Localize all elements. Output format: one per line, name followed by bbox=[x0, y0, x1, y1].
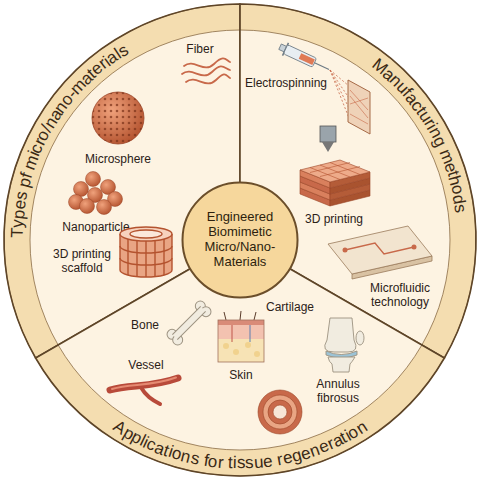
syringe-icon bbox=[277, 40, 332, 76]
item-label: Cartilage bbox=[258, 301, 322, 315]
item-label-box: Fiber bbox=[178, 43, 222, 57]
nanoparticle-icon bbox=[69, 172, 123, 215]
item-label: Microsphere bbox=[73, 153, 163, 167]
printer-icon bbox=[300, 126, 370, 206]
heading-letter: i bbox=[233, 454, 237, 471]
heading-letter: e bbox=[262, 452, 274, 470]
bone-icon bbox=[165, 299, 213, 347]
item-label-box: Cartilage bbox=[258, 301, 322, 315]
item-label-box: Annulus fibrosus bbox=[308, 378, 368, 406]
item-label-box: Electrospinning bbox=[238, 77, 334, 91]
sector-heading: Manufacturing methods bbox=[368, 55, 472, 220]
hub-circle: Engineered Biomimetic Micro/Nano-Materia… bbox=[181, 181, 299, 299]
item-label-box: 3D printing bbox=[294, 213, 374, 227]
heading-letter: s bbox=[452, 203, 470, 214]
item-label-box: 3D printing scaffold bbox=[47, 248, 117, 276]
hub-title: Engineered Biomimetic Micro/Nano-Materia… bbox=[195, 210, 285, 270]
heading-letter: T bbox=[8, 227, 25, 238]
item-label-box: Bone bbox=[125, 319, 165, 333]
sector-heading: Applications for tissue regeneration bbox=[108, 415, 374, 475]
heading-letter: s bbox=[237, 454, 246, 471]
item-label-box: Microsphere bbox=[73, 153, 163, 167]
knee-icon bbox=[325, 318, 364, 372]
vessel-icon bbox=[110, 378, 178, 405]
collector-plate bbox=[348, 80, 370, 134]
item-label-box: Microfluidic technology bbox=[363, 282, 437, 310]
spray-lines bbox=[330, 70, 349, 118]
item-label: Vessel bbox=[121, 359, 171, 373]
scaffold-icon bbox=[120, 227, 172, 277]
item-label: 3D printing bbox=[294, 213, 374, 227]
item-label: 3D printing scaffold bbox=[47, 248, 117, 276]
item-label: Bone bbox=[125, 319, 165, 333]
item-label: Annulus fibrosus bbox=[308, 378, 368, 406]
item-label-box: Nanoparticle bbox=[51, 221, 141, 235]
heading-letter: r bbox=[217, 453, 224, 470]
annulus-icon bbox=[258, 390, 302, 434]
item-label: Fiber bbox=[178, 43, 222, 57]
item-label: Microfluidic technology bbox=[363, 282, 437, 310]
heading-letter: s bbox=[245, 454, 254, 471]
fiber-icon bbox=[182, 58, 230, 83]
item-label-box: Vessel bbox=[121, 359, 171, 373]
item-label: Electrospinning bbox=[238, 77, 334, 91]
skin-icon bbox=[218, 311, 264, 362]
item-label: Skin bbox=[221, 369, 261, 383]
sector-heading: Types pf micro/nano-materials bbox=[5, 38, 135, 244]
item-label: Nanoparticle bbox=[51, 221, 141, 235]
heading-letter: t bbox=[228, 454, 233, 471]
microfluidic-chip bbox=[328, 226, 432, 279]
item-label-box: Skin bbox=[221, 369, 261, 383]
microsphere-icon bbox=[92, 92, 144, 144]
